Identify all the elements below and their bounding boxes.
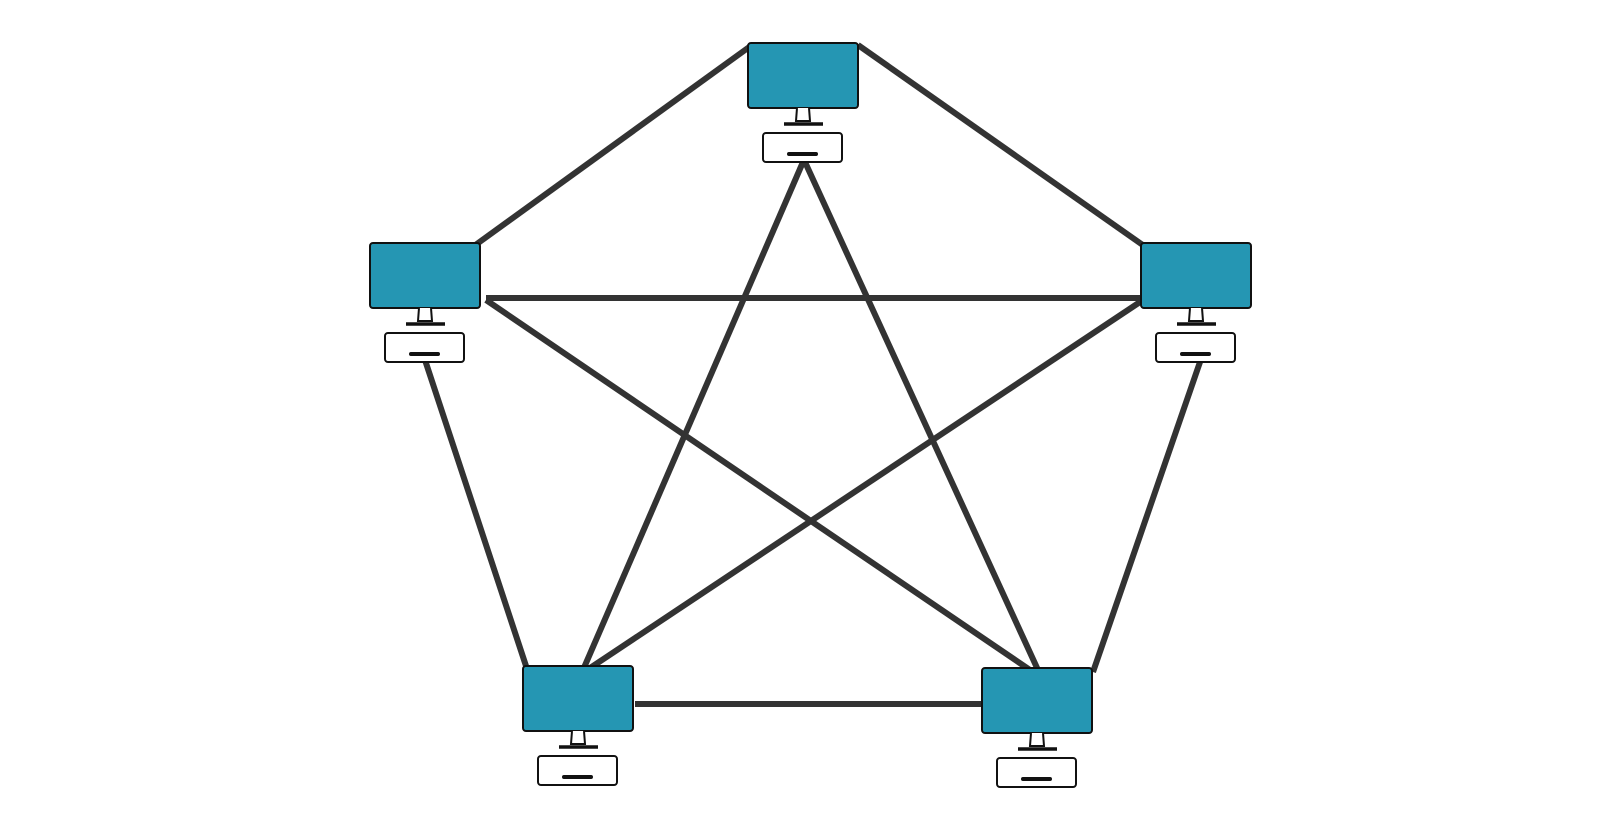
link-top-to-left — [472, 42, 754, 249]
computer-top — [747, 42, 859, 163]
link-right-to-bottom-right — [1090, 361, 1203, 673]
computer-case — [762, 132, 843, 163]
computer-case — [537, 755, 618, 786]
computer-case — [1155, 332, 1236, 363]
links-layer — [422, 42, 1203, 707]
link-left-to-bottom-left — [422, 359, 531, 673]
nodes-layer — [369, 42, 1252, 788]
computer-case — [996, 757, 1077, 788]
monitor-stand-neck — [569, 730, 587, 745]
computer-right — [1140, 242, 1252, 363]
monitor-screen — [981, 667, 1093, 734]
link-top-to-bottom-left — [580, 160, 806, 672]
computer-left — [369, 242, 481, 363]
monitor-stand-neck — [794, 107, 812, 122]
computer-case — [384, 332, 465, 363]
computer-bottom-right — [981, 667, 1093, 788]
monitor-screen — [522, 665, 634, 732]
computer-bottom-left — [522, 665, 634, 786]
monitor-screen — [1140, 242, 1252, 309]
monitor-screen — [369, 242, 481, 309]
monitor-stand-neck — [1187, 307, 1205, 322]
link-right-to-bottom-left — [588, 297, 1145, 671]
link-top-to-bottom-right — [802, 160, 1041, 672]
link-left-to-bottom-right — [484, 297, 1032, 673]
link-top-to-right — [856, 42, 1149, 251]
monitor-stand-neck — [1028, 732, 1046, 747]
monitor-stand-neck — [416, 307, 434, 322]
monitor-screen — [747, 42, 859, 109]
